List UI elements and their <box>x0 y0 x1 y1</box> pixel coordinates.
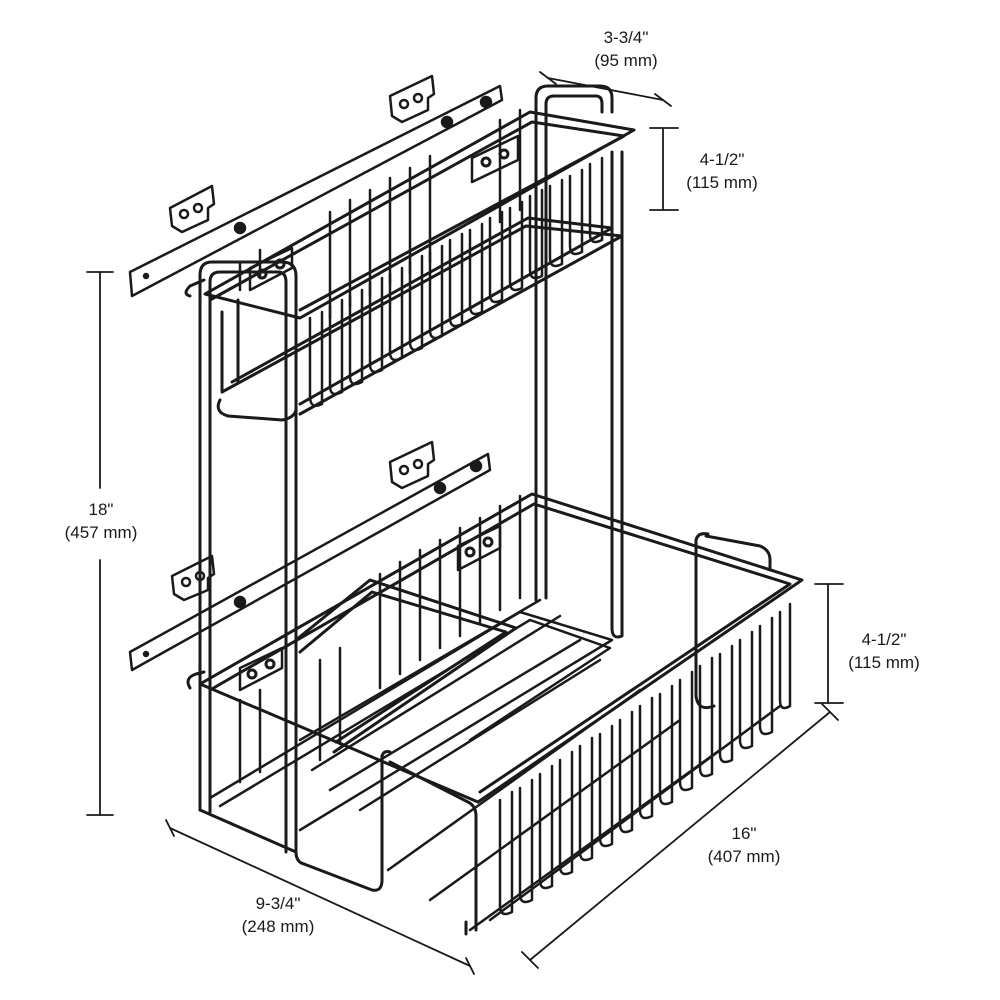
dimension-imperial: 4-1/2" <box>699 150 745 169</box>
dimension-imperial: 9-3/4" <box>255 894 301 913</box>
dimension-imperial: 4-1/2" <box>861 630 907 649</box>
dimension-imperial: 16" <box>731 824 757 843</box>
dimension-imperial: 3-3/4" <box>603 28 649 47</box>
dimension-imperial: 18" <box>88 500 114 519</box>
dimension-metric: (407 mm) <box>707 847 781 866</box>
dimension-lines <box>86 71 844 975</box>
dimension-metric: (95 mm) <box>594 51 658 70</box>
lower-basket <box>186 492 804 936</box>
lower-basket-back-wires <box>238 494 522 784</box>
dimension-total-height: 18" (457 mm) <box>65 498 138 544</box>
dimension-metric: (457 mm) <box>64 523 138 542</box>
upper-mounting-rail <box>128 74 504 298</box>
dimension-depth: 16" (407 mm) <box>708 822 781 868</box>
lower-basket-floor <box>208 598 782 932</box>
dimension-lower-basket-height: 4-1/2" (115 mm) <box>848 628 919 674</box>
dimension-width: 9-3/4" (248 mm) <box>242 892 315 938</box>
dimension-top-depth: 3-3/4" (95 mm) <box>594 26 657 72</box>
dimension-metric: (115 mm) <box>848 653 920 672</box>
upper-basket-back-wires <box>238 108 522 320</box>
dimension-metric: (115 mm) <box>686 173 758 192</box>
upper-basket <box>184 108 636 422</box>
lower-mounting-rail <box>128 440 492 672</box>
dimension-metric: (248 mm) <box>241 917 315 936</box>
dimension-upper-basket-height: 4-1/2" (115 mm) <box>686 148 757 194</box>
